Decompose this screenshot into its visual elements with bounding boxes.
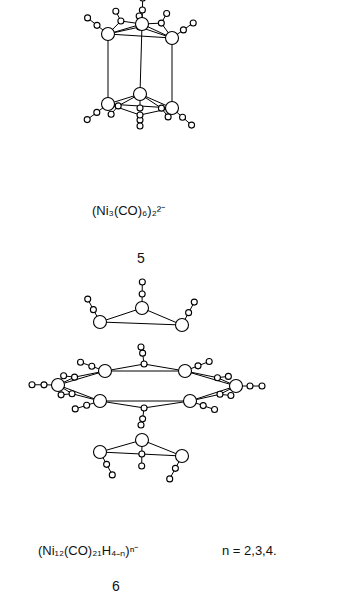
- ligand-atom: [69, 391, 75, 397]
- ligand-atom: [167, 476, 173, 482]
- bond-line: [185, 371, 236, 386]
- bond-line: [105, 371, 185, 372]
- nickel-atom: [166, 32, 179, 45]
- ligand-atom: [140, 350, 146, 356]
- compound-number: 6: [112, 578, 120, 595]
- compound-number: 5: [137, 250, 145, 267]
- ligand-atom: [172, 465, 178, 471]
- ligand-atom: [158, 105, 164, 111]
- ligand-atom: [190, 20, 196, 26]
- ligand-atom: [141, 361, 147, 367]
- ligand-atom: [158, 20, 164, 26]
- nickel-atom: [94, 316, 107, 329]
- ligand-atom: [29, 382, 35, 388]
- ligand-atom: [137, 112, 143, 118]
- ligand-atom: [180, 27, 186, 33]
- ligand-atom: [200, 403, 206, 409]
- nickel-atom: [136, 302, 149, 315]
- bond-line: [100, 322, 182, 325]
- ligand-atom: [217, 391, 223, 397]
- bond-line: [100, 401, 190, 402]
- hydrogen-atom: [138, 422, 144, 428]
- nickel-atom: [99, 365, 112, 378]
- formula-label: (Ni₃(CO)₆)₂²⁻: [92, 203, 165, 219]
- nickel-atom: [136, 18, 149, 31]
- ligand-atom: [140, 416, 146, 422]
- ligand-atom: [191, 299, 197, 305]
- ligand-atom: [108, 111, 114, 117]
- ligand-atom: [141, 405, 147, 411]
- nickel-atom: [184, 395, 197, 408]
- ligand-atom: [189, 122, 195, 128]
- ligand-atom: [72, 374, 78, 380]
- ligand-atom: [139, 451, 145, 457]
- ligand-atom: [85, 296, 91, 302]
- ligand-atom: [118, 18, 124, 24]
- nickel-atom: [102, 98, 115, 111]
- nickel-atom: [176, 450, 189, 463]
- ligand-atom: [78, 359, 84, 365]
- ligand-atom: [72, 406, 78, 412]
- bond-line: [140, 24, 142, 94]
- ligand-atom: [225, 373, 231, 379]
- ligand-atom: [164, 10, 170, 16]
- ligand-atom: [206, 358, 212, 364]
- bond-line: [190, 386, 236, 401]
- ligand-atom: [94, 22, 100, 28]
- ligand-atom: [89, 363, 95, 369]
- ligand-atom: [140, 0, 146, 1]
- ligand-atom: [214, 375, 220, 381]
- ligand-atom: [139, 291, 145, 297]
- ligand-atom: [247, 383, 253, 389]
- nickel-atom: [102, 28, 115, 41]
- bond-line: [108, 34, 109, 104]
- ligand-atom: [109, 472, 115, 478]
- nickel-atom: [179, 365, 192, 378]
- nickel-atom: [52, 379, 65, 392]
- ligand-atom: [139, 7, 145, 13]
- condition-label: n = 2,3,4.: [222, 543, 277, 559]
- ligand-atom: [115, 103, 121, 109]
- ligand-atom: [212, 407, 218, 413]
- ligand-atom: [90, 307, 96, 313]
- nickel-atom: [94, 395, 107, 408]
- ligand-atom: [84, 117, 90, 123]
- ligand-atom: [139, 463, 145, 469]
- nickel-atom: [134, 88, 147, 101]
- ligand-atom: [186, 310, 192, 316]
- hydrogen-atom: [138, 344, 144, 350]
- nickel-atom: [230, 380, 243, 393]
- ligand-atom: [85, 15, 91, 21]
- nickel-atom: [94, 446, 107, 459]
- ligand-atom: [195, 363, 201, 369]
- ligand-atom: [180, 114, 186, 120]
- bond-line: [58, 371, 105, 385]
- ligand-atom: [137, 123, 143, 129]
- ligand-atom: [41, 382, 47, 388]
- ligand-atom: [84, 402, 90, 408]
- nickel-atom: [136, 434, 149, 447]
- ligand-atom: [259, 383, 265, 389]
- ligand-atom: [137, 105, 143, 111]
- ligand-atom: [113, 8, 119, 14]
- ligand-atom: [228, 393, 234, 399]
- ligand-atom: [61, 373, 67, 379]
- ligand-atom: [104, 461, 110, 467]
- ligand-atom: [94, 109, 100, 115]
- nickel-atom: [176, 319, 189, 332]
- nickel-atom: [166, 102, 179, 115]
- formula-label: (Ni₁₂(CO)₂₁H₄₋ₙ)ⁿ⁻: [38, 543, 138, 559]
- ligand-atom: [139, 279, 145, 285]
- ligand-atom: [58, 392, 64, 398]
- bond-line: [172, 38, 173, 108]
